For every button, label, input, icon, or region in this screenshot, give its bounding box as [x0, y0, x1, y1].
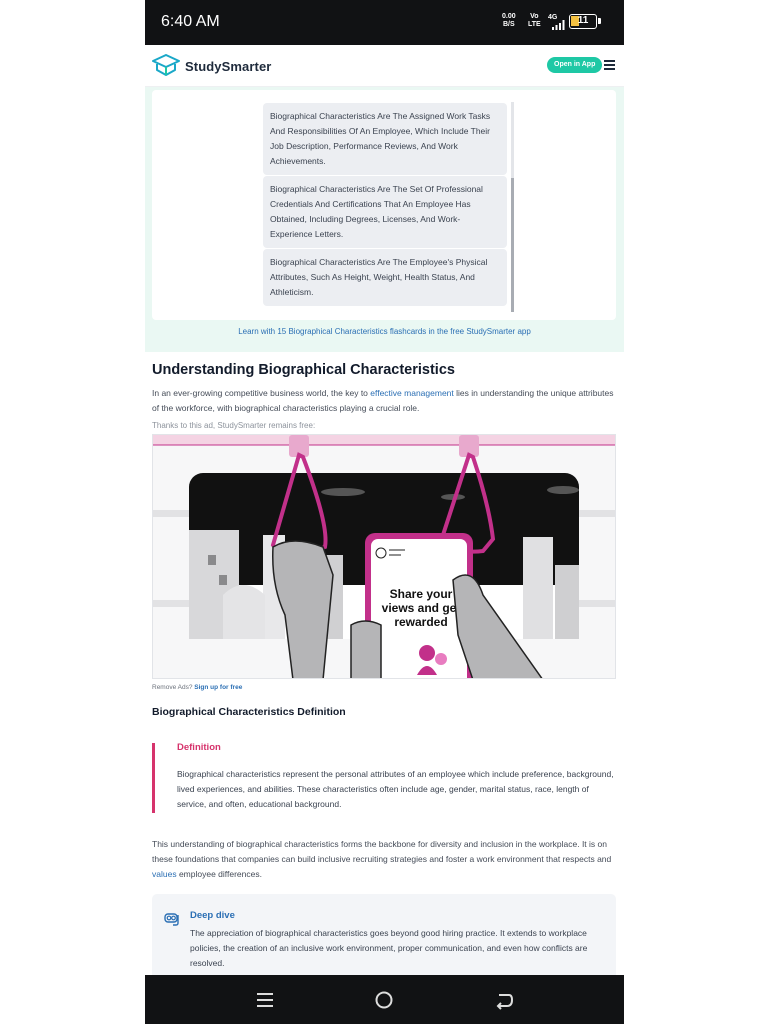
open-in-app-button[interactable]: Open in App	[547, 57, 603, 73]
flashcard-card: Biographical Characteristics Are The Ass…	[152, 90, 616, 320]
advertisement-banner[interactable]: Share your views and get rewarded	[152, 434, 616, 679]
android-nav-bar	[145, 975, 624, 1024]
values-link[interactable]: values	[152, 869, 177, 879]
page-title: Understanding Biographical Characteristi…	[152, 362, 455, 378]
effective-management-link[interactable]: effective management	[370, 388, 454, 398]
deep-dive-box: Deep dive The appreciation of biographic…	[152, 894, 616, 984]
brand-name[interactable]: StudySmarter	[185, 59, 272, 74]
signal-label: 4G	[548, 14, 558, 21]
ad-illustration: Share your views and get rewarded	[153, 435, 615, 678]
back-icon[interactable]	[493, 989, 515, 1011]
volte-indicator: Vo LTE	[528, 13, 541, 28]
site-header: StudySmarter Open in App	[145, 45, 624, 87]
flashcard-section: Biographical Characteristics Are The Ass…	[145, 87, 624, 352]
ad-headline: Share your views and get rewarded	[381, 587, 461, 629]
hamburger-menu-icon[interactable]	[604, 60, 615, 70]
definition-text: Biographical characteristics represent t…	[177, 769, 614, 809]
section-heading: Biographical Characteristics Definition	[152, 706, 346, 718]
deep-dive-text: The appreciation of biographical charact…	[190, 928, 588, 968]
flashcards-cta-link[interactable]: Learn with 15 Biographical Characteristi…	[238, 327, 531, 336]
status-bar: 6:40 AM 0.00 B/S Vo LTE 4G 11	[145, 0, 624, 45]
sign-up-link[interactable]: Sign up for free	[194, 684, 243, 691]
definition-label: Definition	[177, 742, 221, 753]
ad-notice: Thanks to this ad, StudySmarter remains …	[152, 421, 316, 430]
answer-option-3[interactable]: Biographical Characteristics Are The Emp…	[263, 249, 507, 306]
diving-mask-icon	[164, 913, 179, 926]
answer-option-2[interactable]: Biographical Characteristics Are The Set…	[263, 176, 507, 248]
home-icon[interactable]	[373, 989, 395, 1011]
diversity-paragraph: This understanding of biographical chara…	[152, 839, 612, 879]
recent-apps-icon[interactable]	[254, 989, 276, 1011]
battery-level: 11	[577, 15, 589, 26]
deep-dive-label: Deep dive	[190, 910, 235, 921]
battery-icon: 11	[569, 14, 601, 29]
remove-ads: Remove Ads? Sign up for free	[152, 684, 243, 691]
answer-option-1[interactable]: Biographical Characteristics Are The Ass…	[263, 103, 507, 175]
signal-icon	[552, 20, 565, 30]
definition-accent-bar	[152, 743, 155, 813]
status-time: 6:40 AM	[161, 13, 220, 30]
intro-paragraph: In an ever-growing competitive business …	[152, 388, 614, 413]
studysmarter-logo-icon[interactable]	[152, 54, 180, 78]
network-speed: 0.00 B/S	[502, 13, 516, 28]
phone-screen: 6:40 AM 0.00 B/S Vo LTE 4G 11 StudySmar	[145, 0, 624, 1024]
scrollbar-thumb[interactable]	[511, 178, 514, 312]
